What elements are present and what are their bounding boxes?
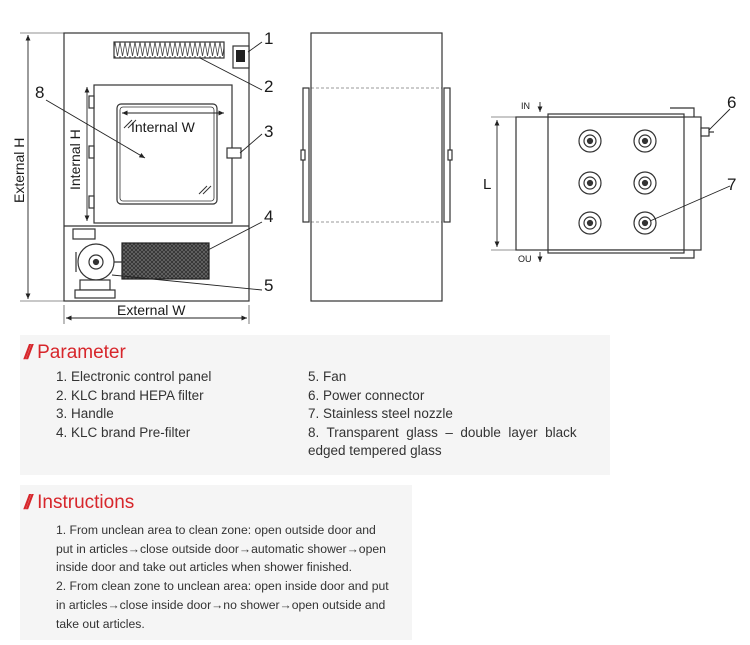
nozzle xyxy=(633,171,657,195)
parameter-list-left: 1. Electronic control panel 2. KLC brand… xyxy=(56,368,211,442)
parameter-item: 3. Handle xyxy=(56,406,114,421)
double-slash-icon: // xyxy=(24,342,32,364)
external-h-label: External H xyxy=(11,138,27,203)
technical-drawing: External H Internal H Internal W Externa… xyxy=(11,29,736,324)
nozzle xyxy=(633,129,657,153)
callout-8: 8 xyxy=(35,83,44,102)
internal-h-label: Internal H xyxy=(67,129,83,190)
side-view xyxy=(300,32,453,302)
callout-5: 5 xyxy=(264,276,273,295)
callout-leaders xyxy=(45,41,263,291)
control-panel-screen xyxy=(236,50,245,62)
nozzle xyxy=(633,211,657,235)
handle xyxy=(226,147,242,159)
parameter-item: 6. Power connector xyxy=(308,387,425,403)
callout-3: 3 xyxy=(264,122,273,141)
external-w-label: External W xyxy=(117,302,186,318)
inlet-label: IN xyxy=(521,101,530,111)
parameter-title: Parameter xyxy=(37,342,126,363)
door-window xyxy=(116,103,218,205)
parameter-item: 8. Transparent glass – double layer blac… xyxy=(308,424,577,440)
parameter-item: edged tempered glass xyxy=(308,443,442,458)
outlet-label: OU xyxy=(518,254,532,264)
parameter-heading: // Parameter xyxy=(24,341,126,365)
parameter-item: 2. KLC brand HEPA filter xyxy=(56,387,204,403)
parameter-item: 5. Fan xyxy=(308,369,347,384)
instruction-line: 2. From clean zone to unclean area: open… xyxy=(56,579,389,594)
hinge-bottom xyxy=(88,195,95,209)
top-dimensions xyxy=(491,102,731,262)
nozzle xyxy=(578,129,602,153)
instruction-line: inside door and take out articles when s… xyxy=(56,560,353,575)
parameter-item: 1. Electronic control panel xyxy=(56,369,212,384)
callout-6: 6 xyxy=(727,93,736,112)
parameter-item: 4. KLC brand Pre-filter xyxy=(56,424,191,440)
side-outline xyxy=(310,32,443,302)
instruction-line: put in articles→close outside door→autom… xyxy=(56,541,386,556)
instructions-heading: // Instructions xyxy=(24,491,134,515)
callout-2: 2 xyxy=(264,77,273,96)
instructions-panel: // Instructions 1. From unclean area to … xyxy=(20,485,412,640)
nozzles xyxy=(578,129,657,235)
top-view xyxy=(515,107,714,259)
nozzle xyxy=(578,211,602,235)
hinge-top xyxy=(88,95,95,109)
front-dimensions xyxy=(20,32,250,324)
instructions-title: Instructions xyxy=(37,492,135,513)
top-outline xyxy=(515,116,702,251)
double-slash-icon: // xyxy=(24,492,32,514)
hinge-mid xyxy=(88,145,95,159)
cabinet-outline xyxy=(63,32,250,302)
front-view xyxy=(63,32,250,302)
callout-7: 7 xyxy=(727,175,736,194)
door xyxy=(93,84,233,224)
parameter-panel: // Parameter 1. Electronic control panel… xyxy=(20,335,610,475)
parameter-item: 7. Stainless steel nozzle xyxy=(308,406,453,421)
instruction-line: 1. From unclean area to clean zone: open… xyxy=(56,523,376,537)
callout-4: 4 xyxy=(264,207,273,226)
callout-1: 1 xyxy=(264,29,273,48)
length-label: L xyxy=(483,176,491,193)
nozzle xyxy=(578,171,602,195)
parameter-list-right: 5. Fan 6. Power connector 7. Stainless s… xyxy=(308,368,577,461)
instruction-line: take out articles. xyxy=(56,616,145,631)
instruction-line: in articles→close inside door→no shower→… xyxy=(56,597,386,612)
fan xyxy=(72,228,122,299)
hepa-filter xyxy=(113,41,225,59)
power-connector xyxy=(700,127,710,137)
internal-w-label: Internal W xyxy=(131,119,196,135)
pre-filter xyxy=(121,242,210,280)
instructions-text: 1. From unclean area to clean zone: open… xyxy=(56,521,406,633)
